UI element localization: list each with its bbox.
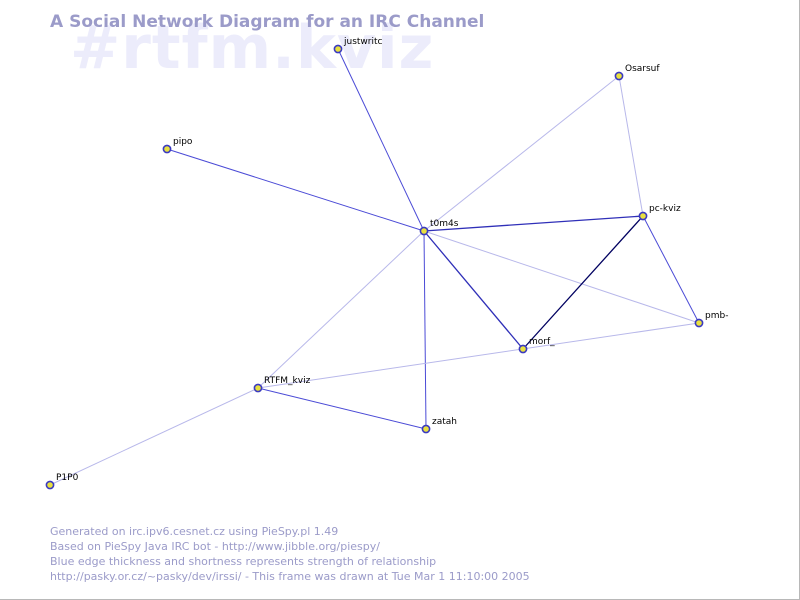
node-t0m4s: t0m4s [419, 219, 459, 236]
edge-t0m4s-zatah [423, 230, 427, 430]
node-marker [45, 480, 55, 490]
node-marker [638, 211, 648, 221]
edge-Osarsuf-t0m4s [423, 75, 620, 232]
footer-info: Generated on irc.ipv6.cesnet.cz using Pi… [50, 524, 530, 584]
edge-t0m4s-morf_ [423, 230, 524, 350]
node-label: pipo [173, 137, 193, 147]
node-marker [421, 424, 431, 434]
node-pc-kviz: pc-kviz [638, 204, 681, 221]
node-label: justwritc [343, 37, 383, 47]
node-label: zatah [432, 417, 457, 427]
node-marker [333, 44, 343, 54]
node-Osarsuf: Osarsuf [614, 64, 660, 81]
node-marker [253, 383, 263, 393]
node-marker [162, 144, 172, 154]
node-label: P1P0 [56, 473, 79, 483]
node-justwritc: justwritc [333, 37, 383, 54]
node-label: RTFM_kviz [264, 376, 311, 386]
footer-line-generated: Generated on irc.ipv6.cesnet.cz using Pi… [50, 525, 339, 538]
node-morf_: morf_ [518, 337, 555, 354]
node-label: Osarsuf [625, 64, 660, 74]
footer-line-legend: Blue edge thickness and shortness repres… [50, 555, 437, 568]
edge-pipo-t0m4s [166, 148, 425, 232]
node-pmb-: pmb- [694, 311, 728, 328]
edge-pmb--RTFM_kviz [257, 322, 700, 389]
edge-RTFM_kviz-zatah [257, 387, 427, 430]
footer-line-drawn-at: http://pasky.or.cz/~pasky/dev/irssi/ - T… [50, 570, 530, 583]
edge-pc-kviz-pmb- [642, 215, 700, 324]
edge-t0m4s-pc-kviz [423, 215, 644, 232]
node-label: pc-kviz [649, 204, 681, 214]
node-label: pmb- [705, 311, 728, 321]
edge-justwritc-t0m4s [337, 48, 425, 232]
edge-t0m4s-RTFM_kviz [257, 230, 425, 389]
edge-pc-kviz-morf_ [522, 215, 644, 350]
node-marker [518, 344, 528, 354]
node-P1P0: P1P0 [45, 473, 79, 490]
node-marker [614, 71, 624, 81]
node-marker [419, 226, 429, 236]
channel-watermark: #rtfm.kviz [70, 13, 435, 83]
node-marker [694, 318, 704, 328]
node-label: morf_ [529, 337, 555, 347]
diagram-title: A Social Network Diagram for an IRC Chan… [50, 12, 485, 32]
node-pipo: pipo [162, 137, 193, 154]
edge-t0m4s-pmb- [423, 230, 700, 324]
node-RTFM_kviz: RTFM_kviz [253, 376, 311, 393]
edge-RTFM_kviz-P1P0 [49, 387, 259, 486]
node-label: t0m4s [430, 219, 459, 229]
footer-line-based-on: Based on PieSpy Java IRC bot - http://ww… [50, 540, 380, 553]
node-zatah: zatah [421, 417, 457, 434]
edge-Osarsuf-pc-kviz [618, 75, 644, 217]
edges-layer [49, 48, 700, 486]
